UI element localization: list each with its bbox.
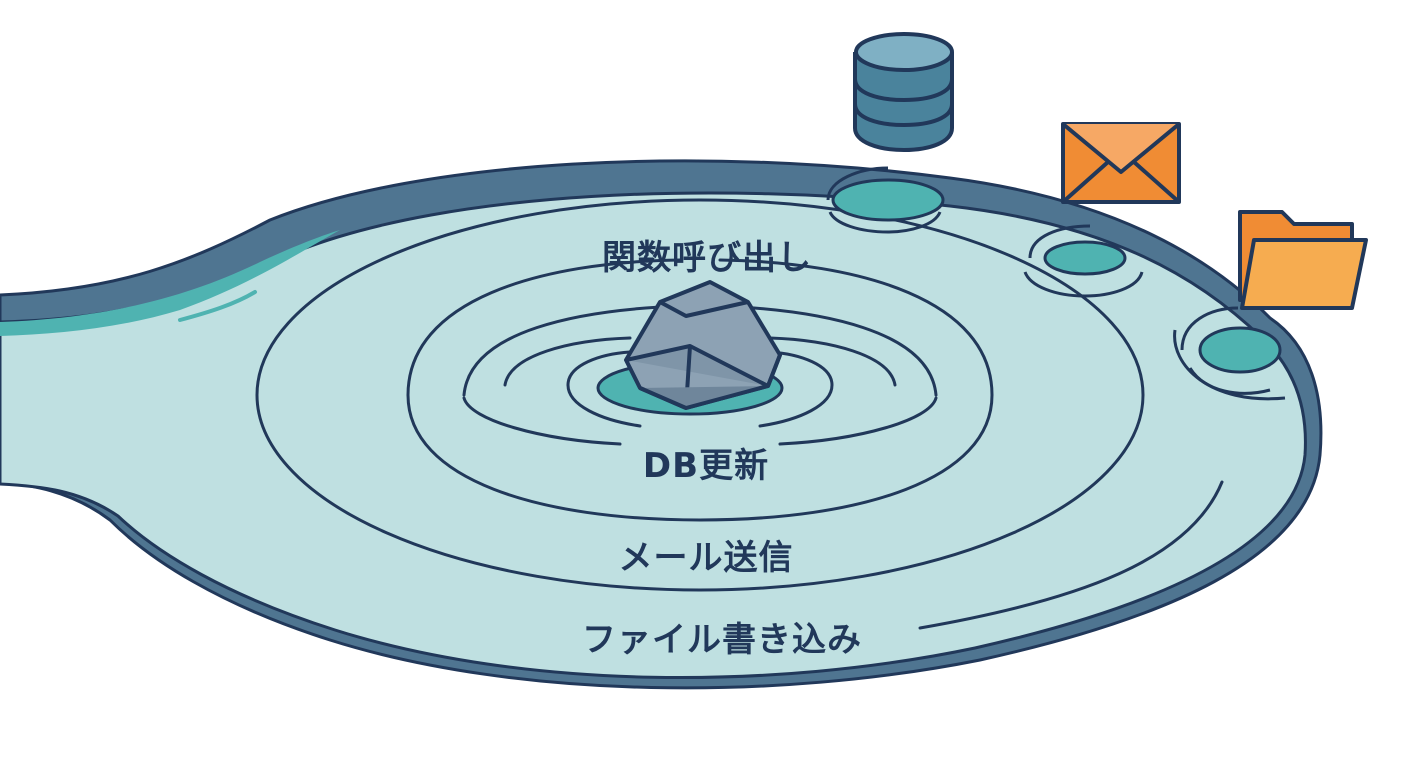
pond [0,159,1323,690]
edge-ripple-mail [1023,224,1144,298]
ring-1-left [503,336,632,387]
ring-0-left [566,350,632,387]
shore-teal-highlight [0,230,340,336]
ring-0-right [758,350,834,428]
label-function-call: 関数呼び出し [602,238,812,278]
mail-icon [1061,122,1181,204]
label-db-update: DB更新 [642,446,770,486]
ring-0-bottom [566,383,642,428]
ring-2-upper [462,304,682,397]
ring-outer-arc [918,480,1224,630]
label-file-write: ファイル書き込み [582,620,862,660]
edge-ripple-folder [1173,306,1286,401]
ring-2-upper-right [718,304,938,397]
label-mail-send: メール送信 [618,538,794,578]
edge-ripple-db [826,166,945,234]
pond-water [0,191,1307,680]
ring-4 [255,198,1145,592]
folder-icon [1238,210,1368,310]
ring-3-right [406,258,994,522]
database-icon [853,32,954,152]
ripple-rings [255,198,1224,630]
shore-wave [178,290,257,322]
ring-3-left [406,258,682,397]
ring-2-lower-left [462,396,622,446]
edge-ripples [826,166,1286,401]
ring-1-right [768,336,897,387]
ring-2-lower-right [778,396,938,446]
stone-icon [624,280,782,410]
